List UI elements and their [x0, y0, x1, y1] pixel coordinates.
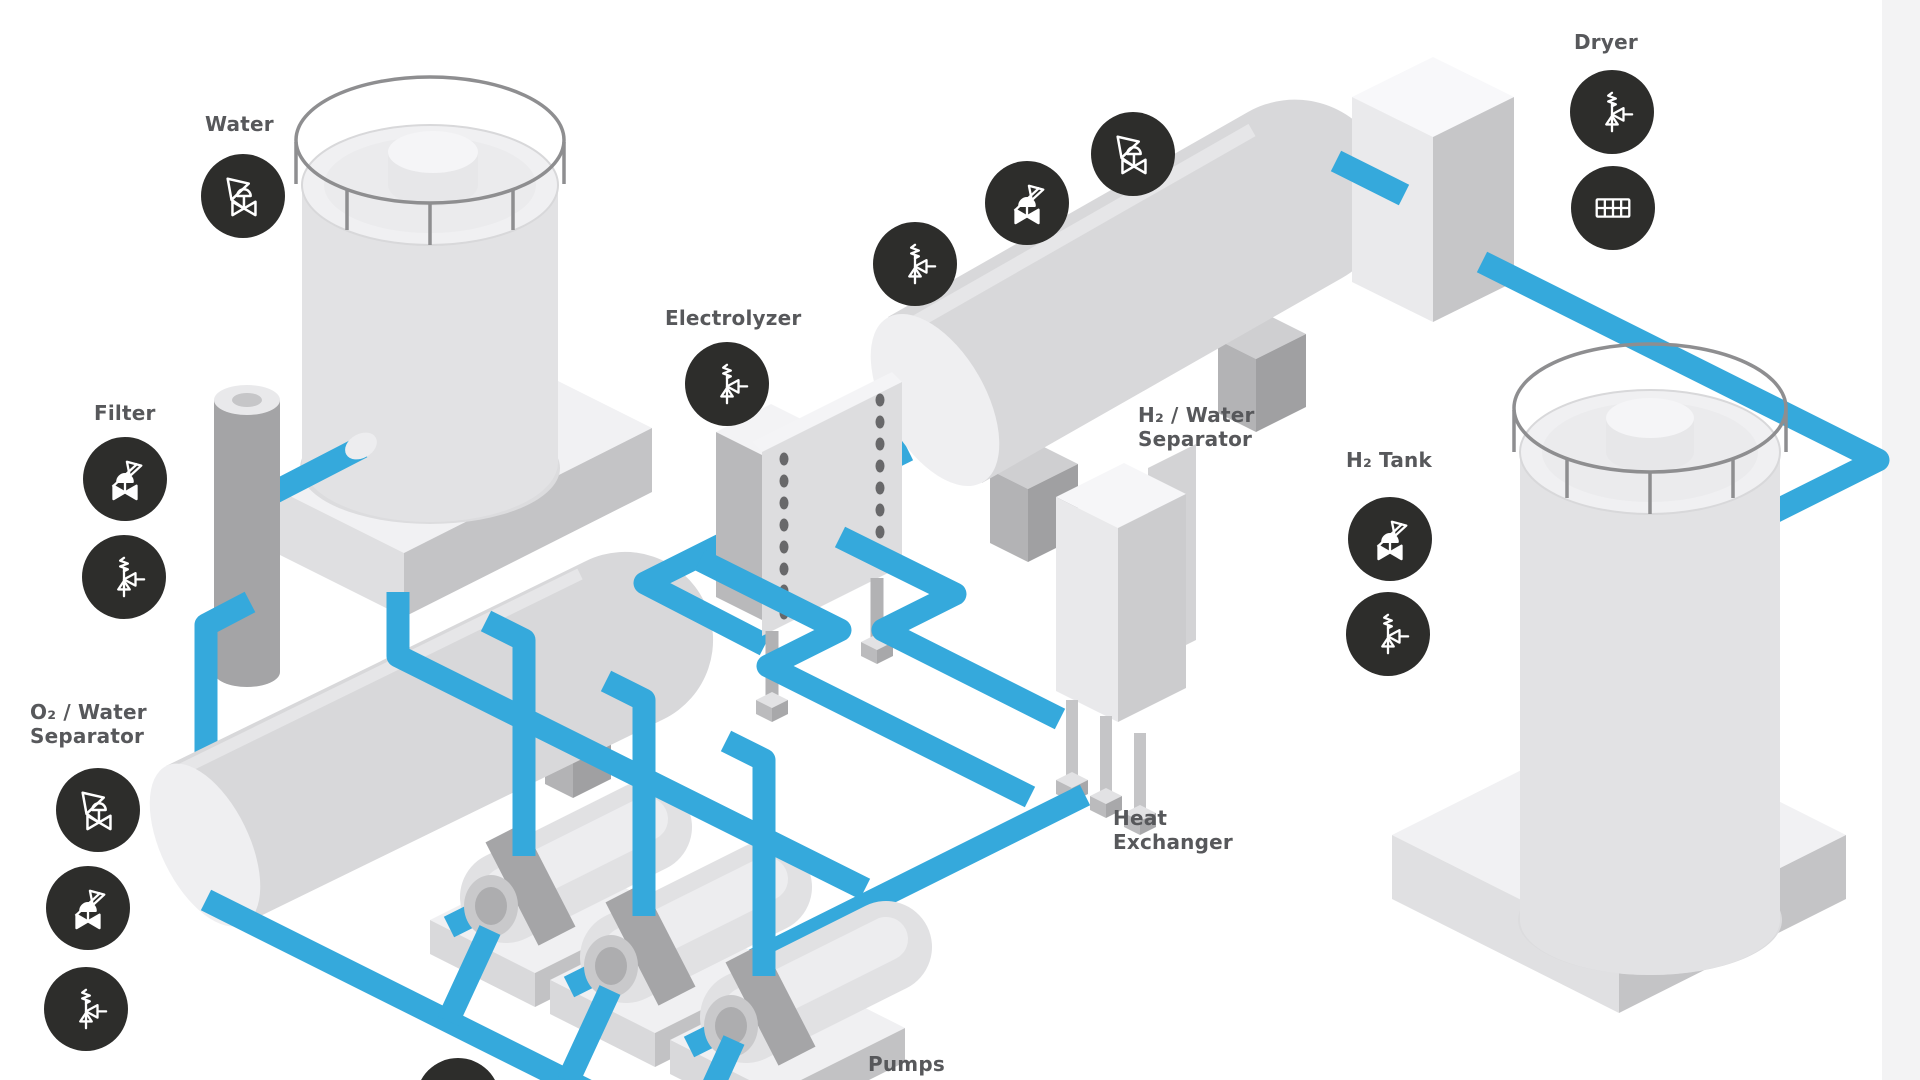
- label-pumps: Pumps: [868, 1052, 945, 1076]
- label-h2-separator: H₂ / Water Separator: [1138, 403, 1255, 452]
- pipe-filter-to-o2-separator: [194, 591, 256, 756]
- h2-tank-regulator-hotspot[interactable]: [1346, 592, 1430, 676]
- o2-separator-valve-outline-hotspot[interactable]: [56, 768, 140, 852]
- valve-outline-icon: [75, 787, 121, 833]
- valve-terminal-icon: [1590, 185, 1636, 231]
- h2-separator-valve-filled-hotspot[interactable]: [985, 161, 1069, 245]
- electrolyzer-regulator-hotspot[interactable]: [685, 342, 769, 426]
- valve-outline-icon: [220, 173, 266, 219]
- pipe-riser-pump-2: [557, 985, 621, 1080]
- label-dryer: Dryer: [1574, 30, 1638, 54]
- tank-outlet-port: [345, 432, 377, 460]
- dryer-valve-terminal-hotspot[interactable]: [1571, 166, 1655, 250]
- pipe-stack-to-heat-exchanger-upper: [834, 526, 1066, 730]
- label-electrolyzer: Electrolyzer: [665, 306, 802, 330]
- h2-tank-valve-filled-hotspot[interactable]: [1348, 497, 1432, 581]
- pipe-heat-exchanger-to-pumps: [742, 784, 1091, 974]
- regulator-icon: [704, 361, 750, 407]
- pipe-drop-pump-1: [480, 610, 536, 856]
- valve-filled-icon: [65, 885, 111, 931]
- label-h2-tank: H₂ Tank: [1346, 448, 1432, 472]
- valve-filled-icon: [1367, 516, 1413, 562]
- water-tank-railing: [294, 75, 566, 245]
- regulator-icon: [892, 241, 938, 287]
- h2-separator-valve-outline-hotspot[interactable]: [1091, 112, 1175, 196]
- regulator-icon: [101, 554, 147, 600]
- valve-filled-icon: [1004, 180, 1050, 226]
- o2-separator-valve-filled-hotspot[interactable]: [46, 866, 130, 950]
- water-tank-vessel: [294, 75, 566, 524]
- label-water: Water: [205, 112, 274, 136]
- pipe-drop-pump-3: [720, 730, 776, 976]
- filter-valve-hotspot[interactable]: [83, 437, 167, 521]
- pipe-riser-pump-1: [437, 925, 501, 1026]
- h2-separator-supports: [990, 315, 1306, 562]
- regulator-icon: [1365, 611, 1411, 657]
- pumps-valve-hotspot[interactable]: [416, 1058, 500, 1080]
- regulator-icon: [1589, 89, 1635, 135]
- filter-vessel: [214, 385, 280, 687]
- pipe-o2-separator-to-pumps-manifold: [386, 592, 871, 900]
- label-filter: Filter: [94, 401, 156, 425]
- heat-exchanger-unit: [1056, 444, 1196, 835]
- label-heat-exchanger: Heat Exchanger: [1113, 806, 1233, 855]
- water-valve-hotspot[interactable]: [201, 154, 285, 238]
- page-gutter: [1882, 0, 1920, 1080]
- o2-separator-regulator-hotspot[interactable]: [44, 967, 128, 1051]
- h2-tank-vessel: [1512, 342, 1788, 975]
- h2-separator-regulator-hotspot[interactable]: [873, 222, 957, 306]
- pipe-stack-to-heat-exchanger-lower: [694, 549, 1036, 808]
- pipe-dryer-to-h2-tank: [1476, 251, 1890, 539]
- pipe-riser-pump-3: [703, 1035, 745, 1080]
- pipe-drop-pump-2: [600, 670, 656, 916]
- o2-separator-vessel: [149, 551, 714, 927]
- h2-separator-vessel: [870, 99, 1391, 486]
- filter-regulator-hotspot[interactable]: [82, 535, 166, 619]
- dryer-regulator-hotspot[interactable]: [1570, 70, 1654, 154]
- valve-filled-icon: [102, 456, 148, 502]
- h2-tank-railing: [1512, 342, 1788, 514]
- regulator-icon: [63, 986, 109, 1032]
- label-o2-separator: O₂ / Water Separator: [30, 700, 147, 749]
- pipe-h2-separator-to-dryer: [1330, 150, 1410, 206]
- valve-outline-icon: [1110, 131, 1156, 177]
- pipe-front-supply: [200, 889, 592, 1080]
